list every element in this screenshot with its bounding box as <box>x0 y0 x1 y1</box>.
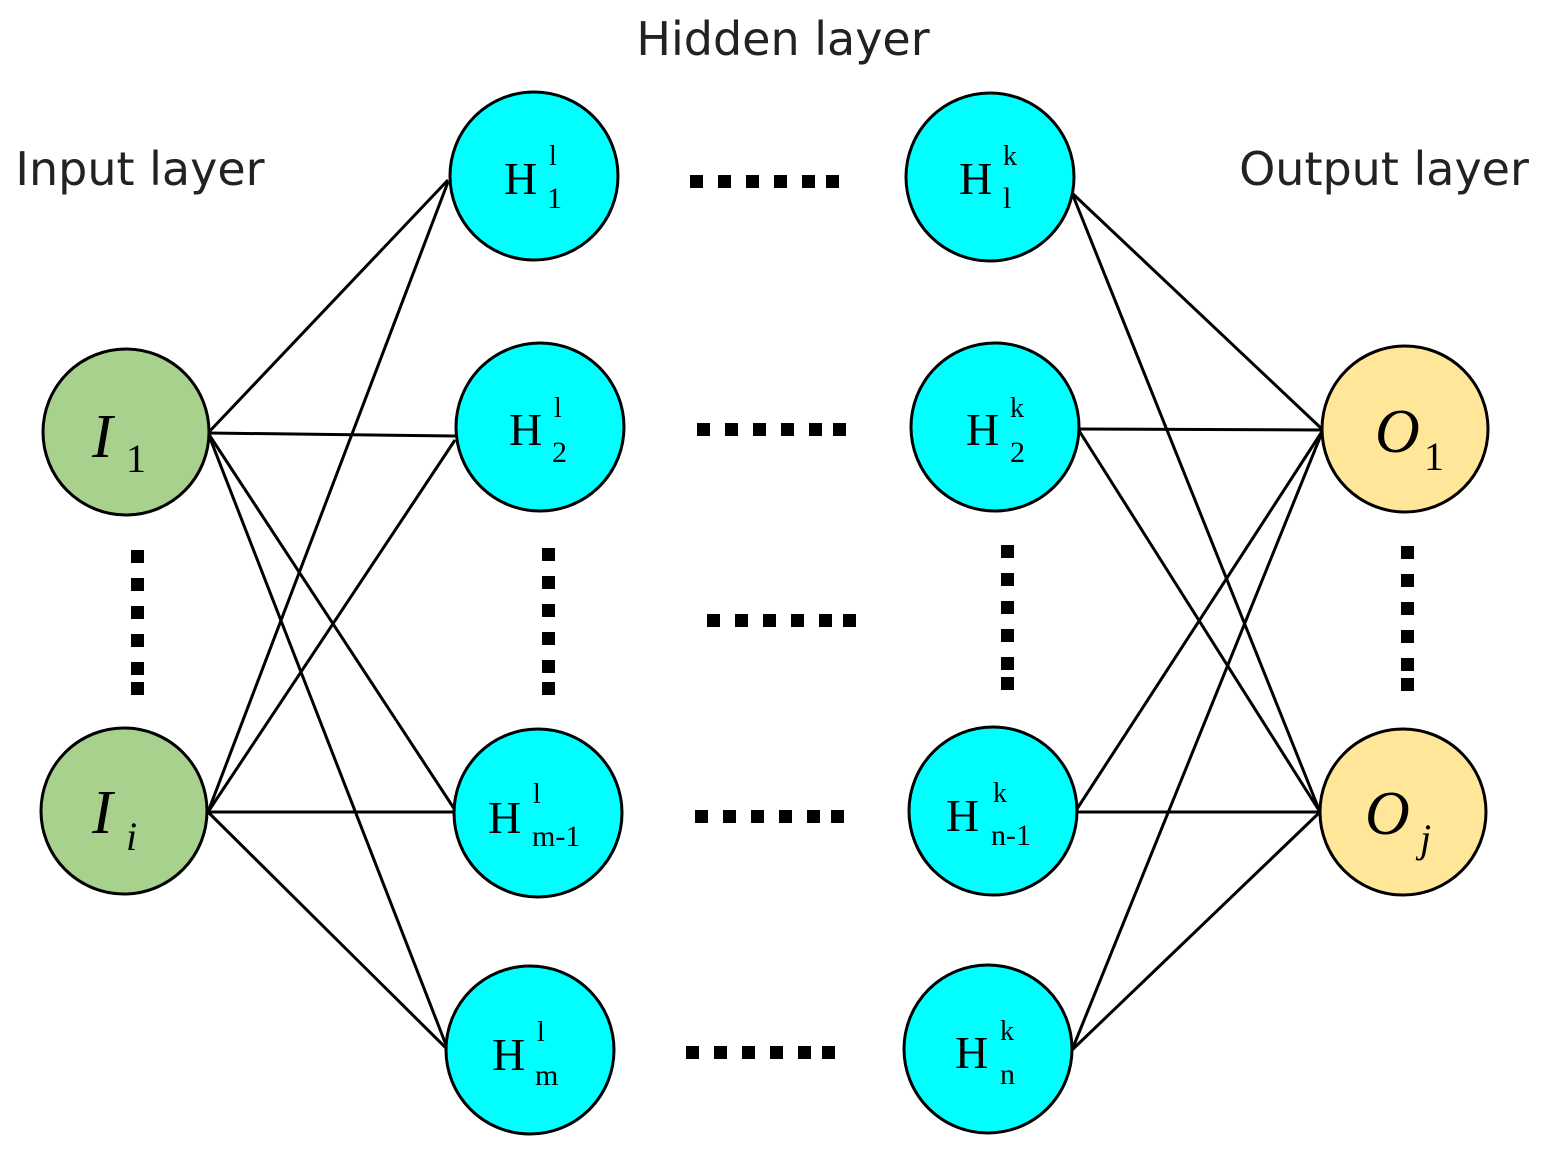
hidden-node-l-1-circle <box>448 90 620 262</box>
hidden-node-k-2-subscript: 2 <box>1010 436 1025 469</box>
hidden-node-l-m-1-circle <box>452 727 624 899</box>
input-node-i-subscript: i <box>126 814 137 859</box>
hidden-node-k-n-1-circle <box>907 725 1079 897</box>
edge-ii-h1 <box>206 181 450 813</box>
hidden-node-l-m: H l m <box>444 964 616 1136</box>
hidden-node-l-2-subscript: 2 <box>552 436 567 469</box>
edge-i1-hm <box>206 432 450 1051</box>
hidden-node-l-m-1: H l m-1 <box>452 727 624 899</box>
edge-ii-hm <box>206 810 450 1052</box>
edge-i1-h1 <box>206 178 450 435</box>
hidden-node-l-1: H l 1 <box>448 90 620 262</box>
hidden-node-l-m-symbol: H <box>492 1029 525 1080</box>
hidden-node-l-1-superscript: l <box>549 141 557 172</box>
hidden-node-k-1-circle <box>904 91 1076 263</box>
output-node-1-subscript: 1 <box>1424 434 1444 479</box>
hidden-node-k-n-1-symbol: H <box>946 790 979 841</box>
vertical-ellipsis-input <box>131 550 144 695</box>
hidden-node-l-1-subscript: 1 <box>547 182 562 215</box>
input-layer-label: Input layer <box>15 142 264 196</box>
horizontal-ellipsis-row-3 <box>707 614 856 627</box>
hidden-node-k-n: H k n <box>902 963 1074 1135</box>
horizontal-ellipsis-row-2 <box>697 423 846 436</box>
output-layer-label: Output layer <box>1239 142 1529 196</box>
input-node-1-subscript: 1 <box>126 436 146 481</box>
hidden-node-k-1: H k l <box>904 91 1076 263</box>
hidden-node-l-2: H l 2 <box>454 341 626 513</box>
edge-hk1-oj <box>1070 192 1322 813</box>
edge-hkn1-o1 <box>1073 429 1325 813</box>
hidden-node-k-2-superscript: k <box>1010 393 1024 424</box>
vertical-ellipsis-output <box>1401 546 1414 691</box>
hidden-node-k-n-symbol: H <box>955 1027 988 1078</box>
hidden-node-k-n-1: H k n-1 <box>907 725 1079 897</box>
hidden-node-k-n-subscript: n <box>1000 1058 1015 1091</box>
hidden-node-l-m-1-subscript: m-1 <box>532 820 580 853</box>
input-to-hidden-edges <box>206 178 457 1052</box>
hidden-to-output-edges <box>1070 191 1325 1052</box>
hidden-layer-label: Hidden layer <box>636 12 929 66</box>
hidden-node-k-n-superscript: k <box>1000 1016 1014 1047</box>
edge-i1-h2 <box>207 431 456 438</box>
horizontal-ellipsis-row-4 <box>695 810 844 823</box>
edge-i1-hm1 <box>206 432 457 811</box>
output-node-j-symbol: O <box>1365 780 1410 848</box>
hidden-node-l-m-circle <box>444 964 616 1136</box>
output-node-j-subscript: j <box>1415 816 1431 861</box>
output-node-1-symbol: O <box>1375 398 1420 466</box>
edge-hkn-o1 <box>1070 429 1325 1051</box>
output-node-1: O 1 <box>1320 344 1490 514</box>
vertical-ellipsis-hidden-last <box>1001 545 1014 690</box>
edge-hk1-o1 <box>1070 191 1325 432</box>
hidden-node-k-n-1-subscript: n-1 <box>991 819 1031 852</box>
hidden-node-k-1-superscript: k <box>1003 141 1017 172</box>
hidden-node-k-n-circle <box>902 963 1074 1135</box>
hidden-node-k-2-circle <box>909 341 1081 513</box>
input-node-i-symbol: I <box>91 779 116 847</box>
hidden-node-k-1-subscript: l <box>1003 182 1011 215</box>
hidden-node-l-1-symbol: H <box>504 153 537 204</box>
hidden-node-k-n-1-superscript: k <box>993 778 1007 809</box>
input-node-1: I 1 <box>41 347 211 517</box>
hidden-node-l-2-circle <box>454 341 626 513</box>
input-node-i-circle <box>39 726 209 896</box>
hidden-node-l-m-1-superscript: l <box>533 779 541 810</box>
output-node-j-circle <box>1318 727 1488 897</box>
horizontal-ellipsis-row-1 <box>690 175 839 188</box>
edge-hkn-oj <box>1070 810 1322 1052</box>
output-node-1-circle <box>1320 344 1490 514</box>
hidden-node-l-m-1-symbol: H <box>488 792 521 843</box>
horizontal-ellipsis-row-5 <box>686 1046 835 1059</box>
edge-hk2-o1 <box>1077 427 1324 432</box>
hidden-node-l-m-superscript: l <box>537 1017 545 1048</box>
edge-ii-h2 <box>206 439 457 813</box>
hidden-node-k-2-symbol: H <box>966 404 999 455</box>
hidden-node-l-2-superscript: l <box>554 393 562 424</box>
input-node-1-symbol: I <box>91 403 116 471</box>
hidden-node-k-2: H k 2 <box>909 341 1081 513</box>
input-node-i: I i <box>39 726 209 896</box>
input-node-1-circle <box>41 347 211 517</box>
hidden-node-l-2-symbol: H <box>509 404 542 455</box>
hidden-node-l-m-subscript: m <box>535 1059 558 1092</box>
output-node-j: O j <box>1318 727 1488 897</box>
hidden-node-k-1-symbol: H <box>959 153 992 204</box>
vertical-ellipsis-hidden-first <box>542 548 555 695</box>
